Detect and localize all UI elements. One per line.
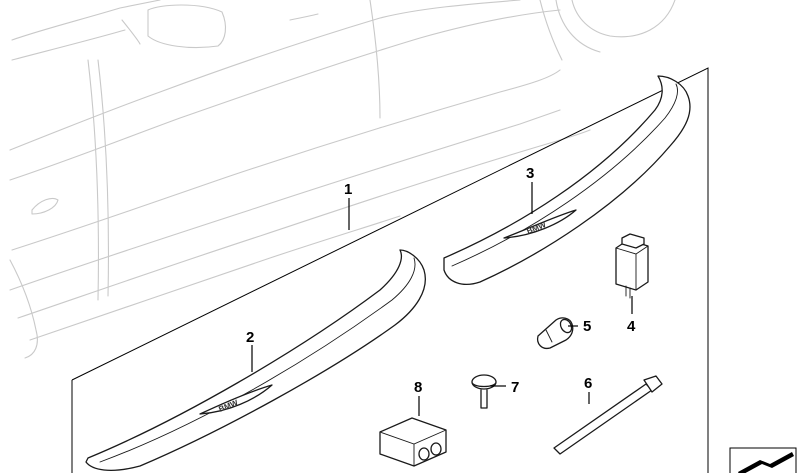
callout-3: 3 — [526, 165, 534, 182]
terminal-block — [379, 417, 447, 467]
sill-strip-front: BMW — [85, 249, 426, 472]
sill-strip-rear: BMW — [443, 75, 691, 285]
next-page-arrow-icon[interactable] — [729, 447, 797, 473]
clip-sleeve — [536, 317, 574, 350]
leader-lines — [251, 182, 633, 416]
car-silhouette — [9, 0, 676, 359]
callout-7: 7 — [511, 379, 519, 396]
parts-frame — [71, 67, 709, 473]
callout-1: 1 — [344, 181, 352, 198]
callout-5: 5 — [583, 318, 591, 335]
push-pin — [471, 374, 497, 409]
callout-6: 6 — [584, 375, 592, 392]
callout-8: 8 — [414, 379, 422, 396]
connector-block — [615, 233, 649, 299]
callout-2: 2 — [246, 329, 254, 346]
callout-4: 4 — [627, 318, 636, 335]
cable-tie — [553, 375, 663, 455]
